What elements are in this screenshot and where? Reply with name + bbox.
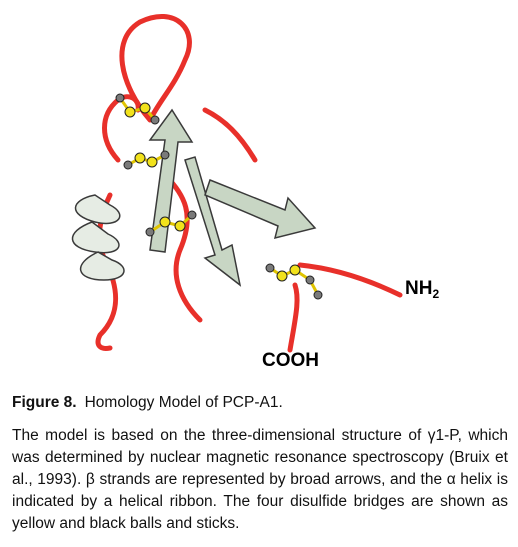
figure-number: Figure 8. xyxy=(12,394,77,411)
figure-caption-title: Figure 8. Homology Model of PCP-A1. xyxy=(12,394,283,412)
alpha-helix-ribbon xyxy=(71,194,125,281)
coil-top-loop xyxy=(119,14,192,123)
beta-strand-2 xyxy=(184,156,242,287)
coil-cterm xyxy=(287,282,300,353)
figure-title: Homology Model of PCP-A1. xyxy=(84,394,283,411)
protein-structure-figure: NH2 COOH xyxy=(71,14,440,371)
n-terminus-label: NH2 xyxy=(405,278,440,301)
beta-strand-3 xyxy=(204,179,317,240)
c-terminus-label: COOH xyxy=(262,350,319,371)
coil-nterm xyxy=(297,262,403,298)
figure-caption-body: The model is based on the three-dimensio… xyxy=(12,427,508,532)
disulfide-atoms xyxy=(115,93,323,300)
beta-strand-1 xyxy=(148,108,194,253)
coil-right-top xyxy=(202,107,258,163)
coil-left xyxy=(102,94,141,163)
coil-middle xyxy=(162,172,203,323)
ribbon-diagram xyxy=(71,14,403,353)
